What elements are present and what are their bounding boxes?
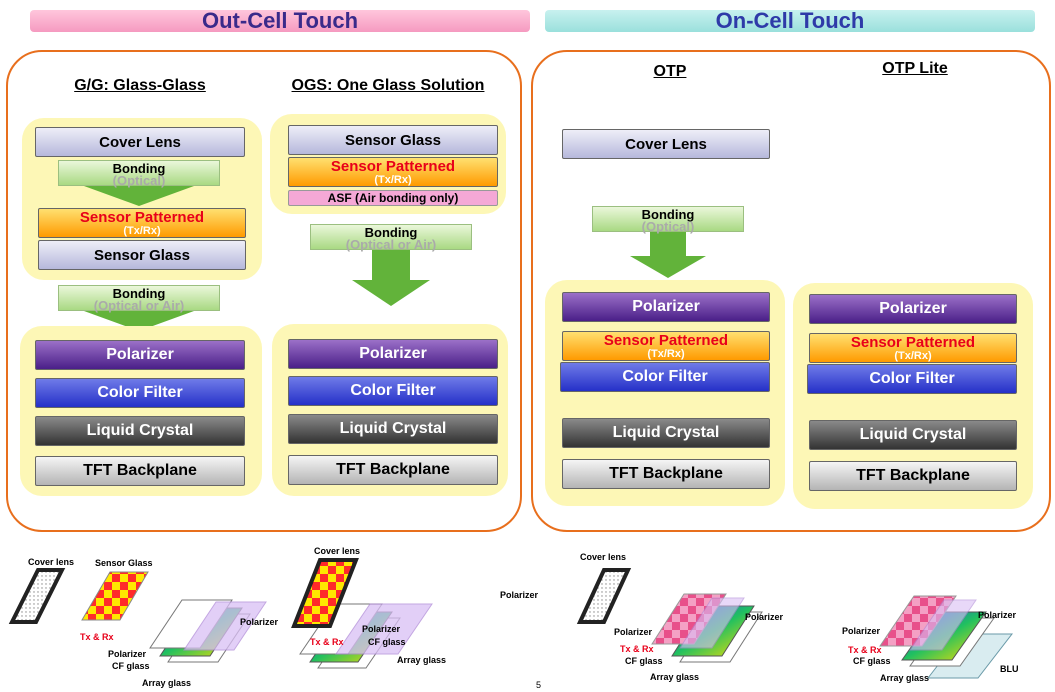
ogs-liquid-crystal: Liquid Crystal: [288, 414, 498, 444]
page-number: 5: [536, 680, 542, 690]
otp-cf-glass-label: CF glass: [625, 656, 663, 666]
down-arrow-icon: [630, 232, 706, 278]
otp-cover-lens-label: Cover lens: [580, 552, 627, 562]
out-cell-touch-banner: Out-Cell Touch: [30, 8, 530, 33]
ogs-polarizer-label: Polarizer: [500, 590, 539, 600]
ogs-cover-lens-label: Cover lens: [314, 546, 361, 556]
otp-polarizer-label-2: Polarizer: [614, 627, 653, 637]
ogs-sensor-patterned: Sensor Patterned(Tx/Rx): [288, 157, 498, 187]
gg-tft-backplane: TFT Backplane: [35, 456, 245, 486]
otp-lite-blu-label: BLU: [1000, 664, 1019, 674]
down-arrow-icon: [352, 250, 430, 306]
otp-tft-backplane: TFT Backplane: [562, 459, 770, 489]
layer-stack-illustrations: [8, 558, 1014, 679]
gg-liquid-crystal: Liquid Crystal: [35, 416, 245, 446]
gg-cf-glass-label: CF glass: [112, 661, 150, 671]
otp-bonding-optical: Bonding (Optical): [592, 206, 744, 280]
gg-sensor-glass-label: Sensor Glass: [95, 558, 153, 568]
otp-cover-lens: Cover Lens: [562, 129, 770, 159]
otp-lite-polarizer-label-2: Polarizer: [842, 626, 881, 636]
otp-cover-lens-shape: [576, 568, 632, 624]
ogs-asf-layer: ASF (Air bonding only): [288, 190, 498, 206]
ogs-polarizer-label-2: Polarizer: [362, 624, 401, 634]
otp-lite-tft-backplane: TFT Backplane: [809, 461, 1017, 491]
otp-lite-tx-rx-label: Tx & Rx: [848, 645, 882, 655]
gg-array-glass-label: Array glass: [142, 678, 192, 688]
otp-column-title: OTP: [653, 63, 687, 80]
otp-color-filter: Color Filter: [560, 362, 770, 392]
ogs-cf-glass-label: CF glass: [368, 637, 406, 647]
ogs-sensor-glass: Sensor Glass: [288, 125, 498, 155]
otp-lite-color-filter: Color Filter: [807, 364, 1017, 394]
otp-sensor-patterned: Sensor Patterned(Tx/Rx): [562, 331, 770, 361]
down-arrow-icon: [84, 186, 194, 206]
otp-lite-cf-glass-label: CF glass: [853, 656, 891, 666]
on-cell-panel: [531, 50, 1051, 532]
otp-lite-column-title: OTP Lite: [882, 60, 948, 77]
gg-cover-lens-shape: [8, 568, 66, 624]
gg-bonding-optical: Bonding (Optical): [58, 160, 220, 208]
on-cell-touch-banner: On-Cell Touch: [545, 8, 1035, 33]
otp-lite-sensor-patterned: Sensor Patterned(Tx/Rx): [809, 333, 1017, 363]
gg-color-filter: Color Filter: [35, 378, 245, 408]
gg-cover-lens: Cover Lens: [35, 127, 245, 157]
otp-polarizer-label: Polarizer: [745, 612, 784, 622]
ogs-array-glass-label: Array glass: [397, 655, 447, 665]
ogs-tx-rx-label: Tx & Rx: [310, 637, 344, 647]
gg-polarizer-label: Polarizer: [240, 617, 279, 627]
gg-polarizer-label-2: Polarizer: [108, 649, 147, 659]
ogs-polarizer: Polarizer: [288, 339, 498, 369]
gg-tx-rx-label: Tx & Rx: [80, 632, 114, 642]
otp-tx-rx-label: Tx & Rx: [620, 644, 654, 654]
gg-column-title: G/G: Glass-Glass: [74, 77, 206, 94]
ogs-column-title: OGS: One Glass Solution: [291, 77, 485, 94]
out-cell-panel: [6, 50, 522, 532]
ogs-cover-lens-shape: [291, 558, 359, 628]
ogs-bonding-optical-or-air: Bonding (Optical or Air): [310, 224, 472, 308]
otp-lite-polarizer: Polarizer: [809, 294, 1017, 324]
gg-sensor-patterned: Sensor Patterned(Tx/Rx): [38, 208, 246, 238]
ogs-tft-backplane: TFT Backplane: [288, 455, 498, 485]
otp-lite-liquid-crystal: Liquid Crystal: [809, 420, 1017, 450]
ogs-color-filter: Color Filter: [288, 376, 498, 406]
down-arrow-icon: [84, 311, 194, 331]
otp-array-glass-label: Array glass: [650, 672, 700, 682]
gg-sensor-glass: Sensor Glass: [38, 240, 246, 270]
otp-polarizer: Polarizer: [562, 292, 770, 322]
gg-sensor-glass-shape: [81, 571, 149, 621]
gg-cover-lens-label: Cover lens: [28, 557, 75, 567]
otp-liquid-crystal: Liquid Crystal: [562, 418, 770, 448]
otp-lite-polarizer-label: Polarizer: [978, 610, 1017, 620]
gg-polarizer: Polarizer: [35, 340, 245, 370]
gg-bonding-optical-or-air: Bonding (Optical or Air): [58, 285, 220, 333]
otp-lite-array-glass-label: Array glass: [880, 673, 930, 683]
